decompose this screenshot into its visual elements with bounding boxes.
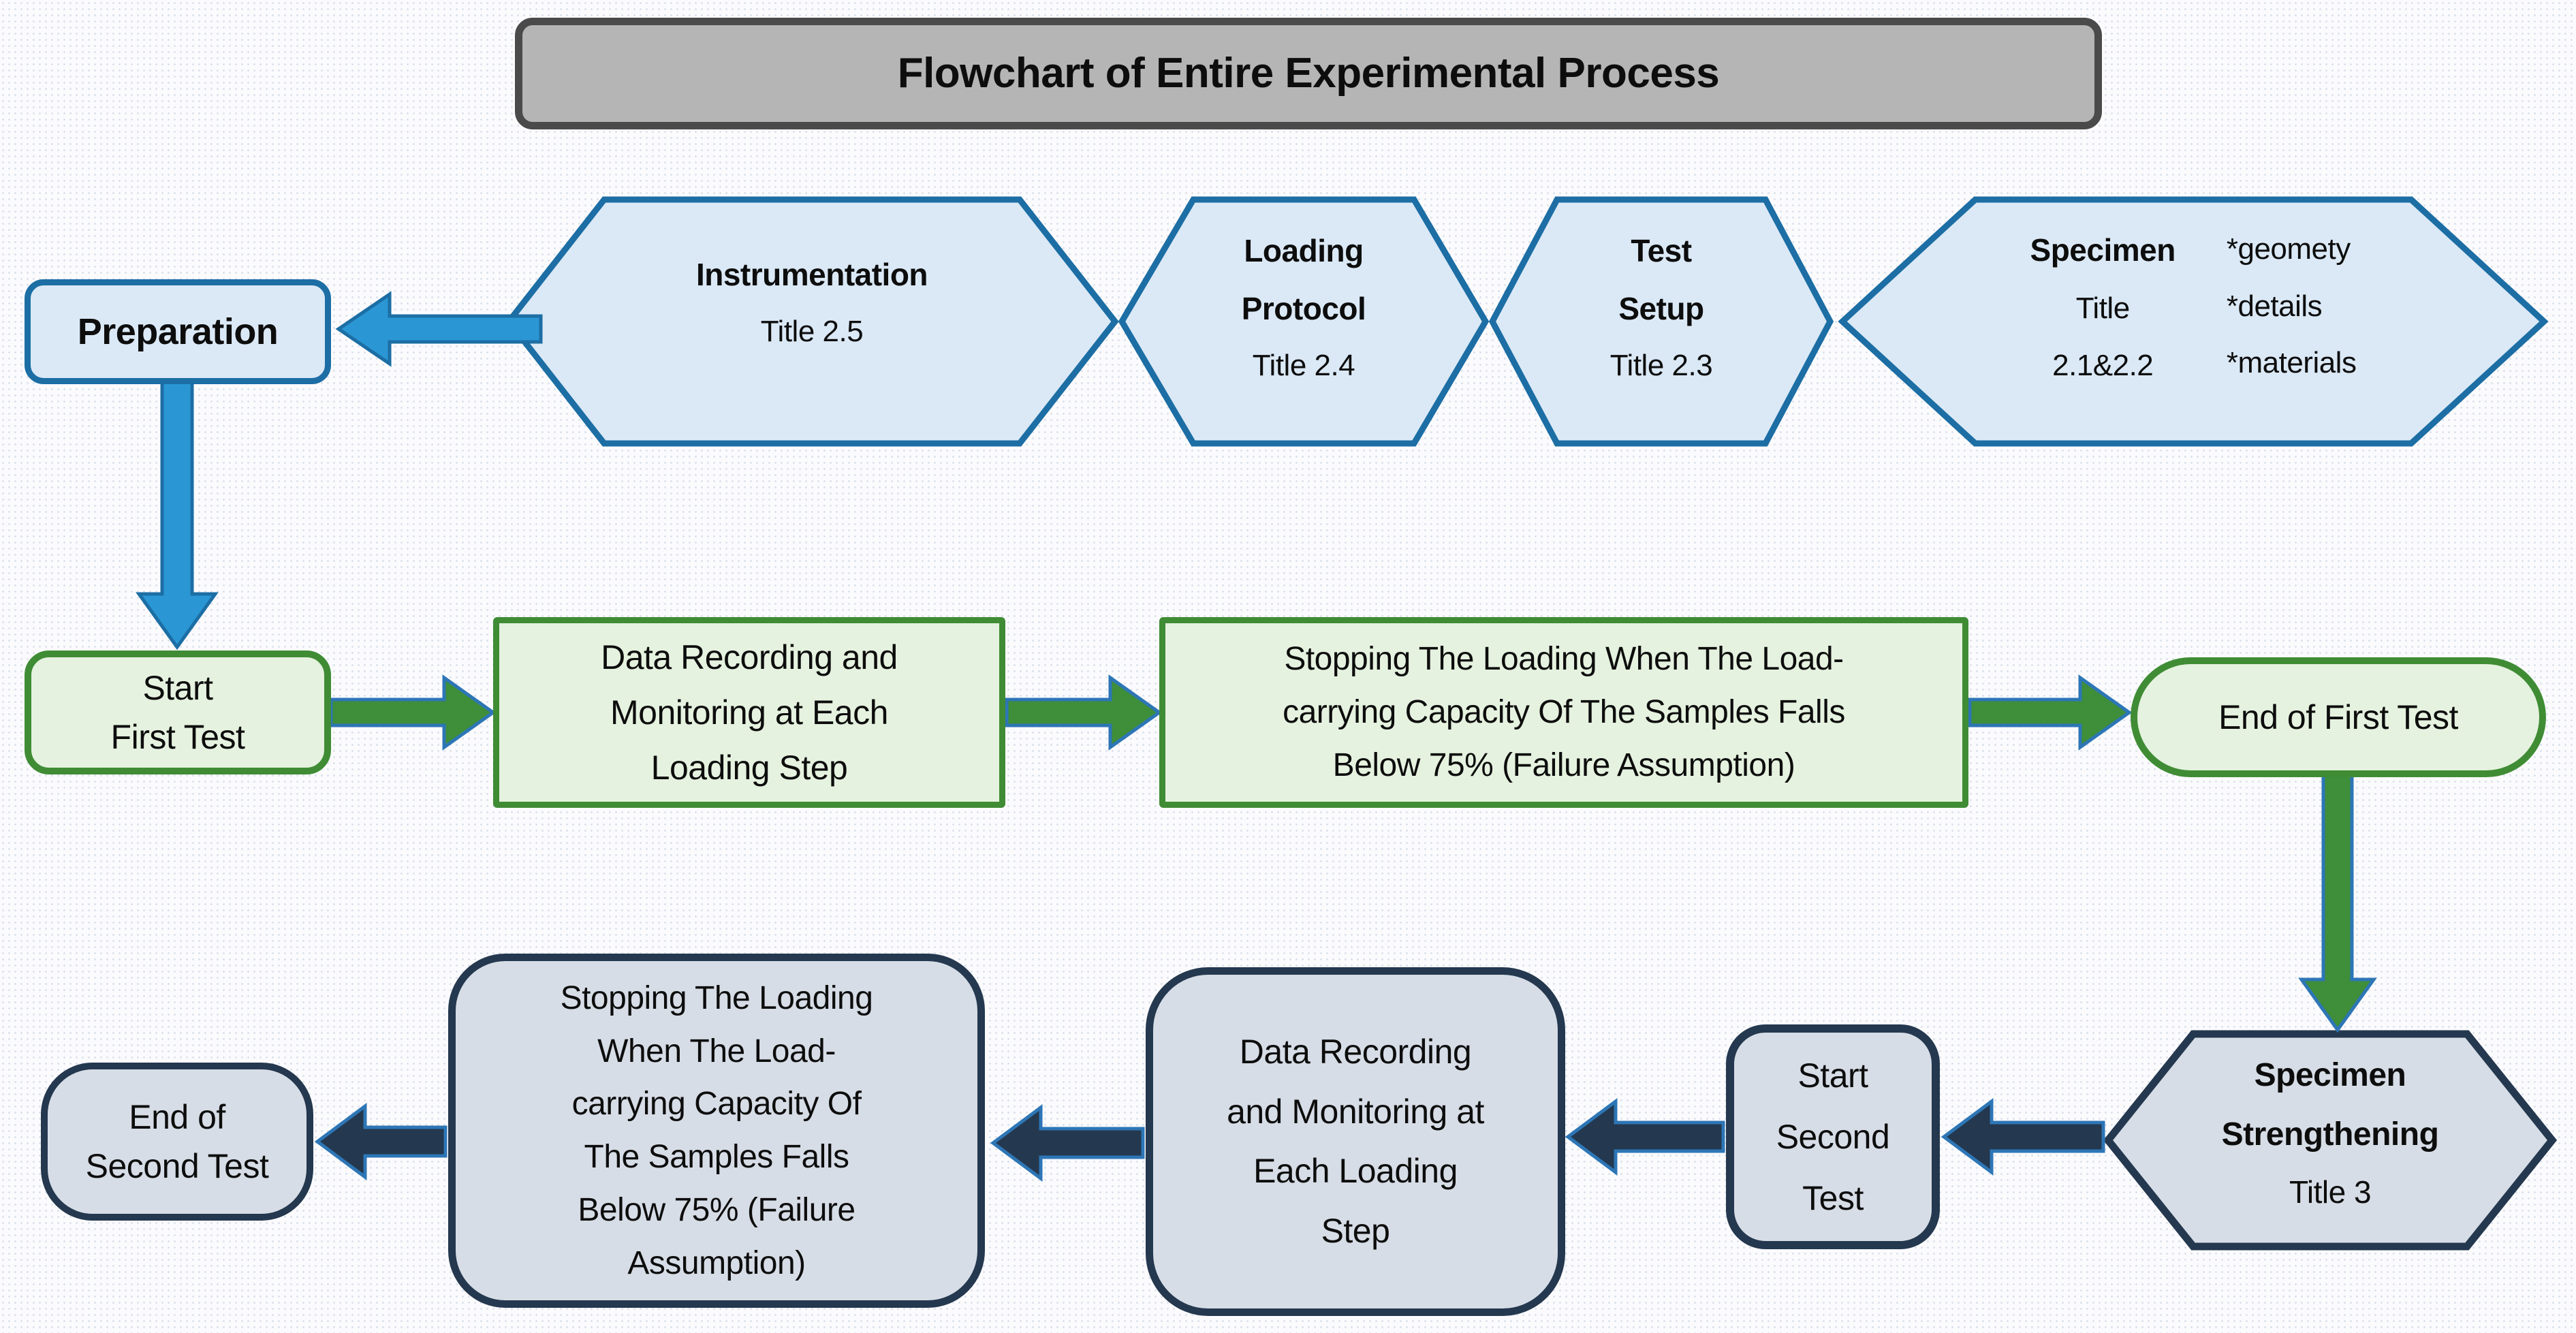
- instrumentation-title: Instrumentation: [695, 257, 928, 293]
- specimen-bullets-column: *geomety *details *materials: [2227, 221, 2357, 392]
- hexagon-specimen: [1838, 196, 2549, 447]
- stopping-loading-first-label: Stopping The Loading When The Load- carr…: [1283, 641, 1845, 783]
- instrumentation-subtitle: Title 2.5: [760, 315, 864, 349]
- hexagon-test-setup: [1488, 196, 1834, 447]
- arrow-preparation-to-start-first-test: [136, 378, 219, 650]
- arrow-stopping-to-end-second-test: [314, 1103, 447, 1180]
- hexagon-instrumentation-label: Instrumentation Title 2.5: [505, 196, 1118, 447]
- arrow-start-second-to-recording: [1565, 1098, 1725, 1176]
- specimen-strengthening-subtitle: Title 3: [2289, 1174, 2372, 1210]
- node-end-first-test: End of First Test: [2131, 657, 2546, 777]
- data-recording-second-label: Data Recording and Monitoring at Each Lo…: [1227, 1033, 1484, 1250]
- arrow-strengthening-to-start-second: [1941, 1098, 2105, 1176]
- hexagon-test-setup-label: Test Setup Title 2.3: [1489, 196, 1834, 447]
- stopping-loading-second-label: Stopping The Loading When The Load- carr…: [560, 979, 873, 1281]
- node-preparation-label: Preparation: [77, 311, 279, 352]
- node-data-recording-first: Data Recording and Monitoring at Each Lo…: [493, 617, 1005, 808]
- data-recording-first-label: Data Recording and Monitoring at Each Lo…: [601, 638, 898, 787]
- node-end-second-test: End of Second Test: [41, 1063, 313, 1221]
- node-stopping-loading-first: Stopping The Loading When The Load- carr…: [1159, 617, 1968, 808]
- hexagon-loading-protocol-label: Loading Protocol Title 2.4: [1118, 196, 1489, 447]
- loading-protocol-subtitle: Title 2.4: [1252, 349, 1355, 383]
- specimen-strengthening-title: Specimen Strengthening: [2221, 1057, 2439, 1152]
- node-preparation: Preparation: [25, 279, 331, 384]
- node-data-recording-second: Data Recording and Monitoring at Each Lo…: [1146, 967, 1565, 1316]
- loading-protocol-title: Loading Protocol: [1241, 233, 1366, 327]
- hexagon-specimen-strengthening: [2103, 1030, 2558, 1251]
- arrow-instrumentation-to-preparation: [335, 291, 543, 367]
- arrow-recording-to-stopping-first: [1005, 674, 1163, 751]
- arrow-end-first-to-strengthening: [2298, 773, 2377, 1033]
- end-first-test-label: End of First Test: [2218, 697, 2458, 736]
- end-second-test-label: End of Second Test: [85, 1097, 269, 1186]
- specimen-title-column: Specimen Title 2.1&2.2: [2030, 221, 2176, 394]
- test-setup-title: Test Setup: [1618, 233, 1704, 327]
- test-setup-subtitle: Title 2.3: [1609, 349, 1713, 383]
- title-banner: Flowchart of Entire Experimental Process: [515, 18, 2102, 129]
- start-first-test-label: Start First Test: [110, 668, 245, 757]
- node-stopping-loading-second: Stopping The Loading When The Load- carr…: [448, 954, 985, 1308]
- start-second-test-label: Start Second Test: [1776, 1056, 1890, 1217]
- specimen-subtitle: Title 2.1&2.2: [2052, 292, 2154, 382]
- node-start-second-test: Start Second Test: [1726, 1024, 1940, 1249]
- specimen-title: Specimen: [2030, 232, 2176, 268]
- page-title: Flowchart of Entire Experimental Process: [897, 50, 1720, 97]
- hexagon-loading-protocol: [1118, 196, 1490, 447]
- specimen-bullet-list: *geomety *details *materials: [2226, 232, 2357, 380]
- arrow-start-first-to-recording: [329, 674, 497, 751]
- arrow-stopping-to-end-first-test: [1968, 674, 2133, 751]
- arrow-recording-to-stopping-second: [990, 1104, 1145, 1182]
- hexagon-specimen-label: Specimen Title 2.1&2.2 *geomety *details…: [1839, 196, 2547, 447]
- hexagon-specimen-strengthening-label: Specimen Strengthening Title 3: [2105, 1031, 2556, 1250]
- node-start-first-test: Start First Test: [25, 650, 331, 774]
